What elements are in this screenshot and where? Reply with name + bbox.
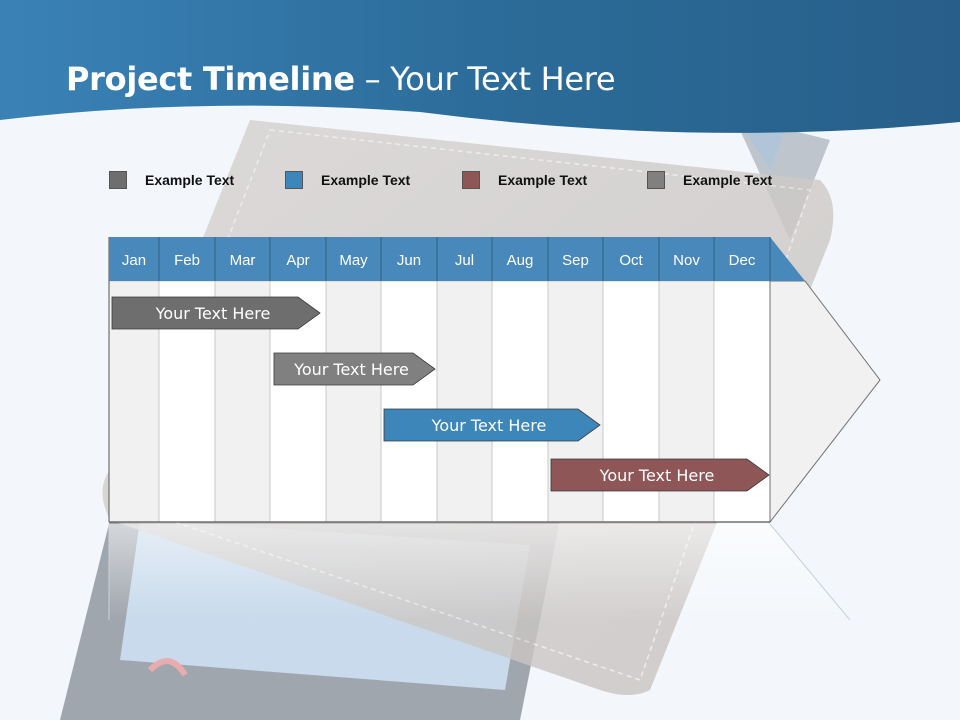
legend-item: Example Text (109, 170, 234, 190)
month-label: Jan (122, 252, 146, 269)
month-label: Nov (673, 252, 700, 269)
month-label: Sep (562, 252, 589, 269)
legend-item: Example Text (647, 170, 772, 190)
task-bar-shape (273, 352, 436, 386)
month-label: Oct (619, 252, 643, 269)
header-band (0, 0, 960, 133)
month-column (436, 280, 493, 523)
task-bar: Your Text Here (273, 352, 436, 386)
task-bar: Your Text Here (383, 408, 601, 442)
legend-swatch (647, 171, 665, 189)
month-column (380, 280, 438, 523)
legend-swatch (285, 171, 303, 189)
month-label: Jun (397, 252, 421, 269)
task-bar-label: Your Text Here (431, 416, 547, 435)
month-label: May (339, 252, 368, 269)
task-bar: Your Text Here (111, 296, 321, 330)
task-bar-shape (550, 458, 770, 492)
legend-label: Example Text (683, 172, 773, 188)
title-rest-part: – Your Text Here (354, 60, 616, 98)
task-bar-shape (111, 296, 321, 330)
month-label: Aug (507, 252, 534, 269)
title-bold-part: Project Timeline (66, 60, 355, 98)
month-label: Apr (286, 252, 309, 269)
legend-item: Example Text (285, 170, 410, 190)
task-bar-label: Your Text Here (599, 466, 715, 485)
task-bar: Your Text Here (550, 458, 770, 492)
legend-label: Example Text (498, 172, 588, 188)
legend-swatch (462, 171, 480, 189)
timeline-arrow-head (769, 280, 881, 524)
month-column (325, 280, 382, 523)
task-bar-shape (383, 408, 601, 442)
page-title: Project Timeline – Your Text Here (66, 60, 616, 98)
legend-swatch (109, 171, 127, 189)
month-header: Jan Feb Mar Apr May Jun Jul Aug Sep Oct Nov Dec (109, 237, 805, 281)
month-label: Jul (455, 252, 474, 269)
month-label: Dec (729, 252, 756, 269)
arrow-head-body (769, 280, 881, 524)
task-bar-label: Your Text Here (155, 304, 271, 323)
legend-label: Example Text (145, 172, 235, 188)
month-column (491, 280, 549, 523)
timeline-reflection (108, 523, 851, 621)
month-label: Feb (174, 252, 200, 269)
task-bar-label: Your Text Here (293, 360, 409, 379)
legend-label: Example Text (321, 172, 411, 188)
month-label: Mar (230, 252, 256, 269)
month-header-band (109, 237, 805, 281)
legend-item: Example Text (462, 170, 587, 190)
